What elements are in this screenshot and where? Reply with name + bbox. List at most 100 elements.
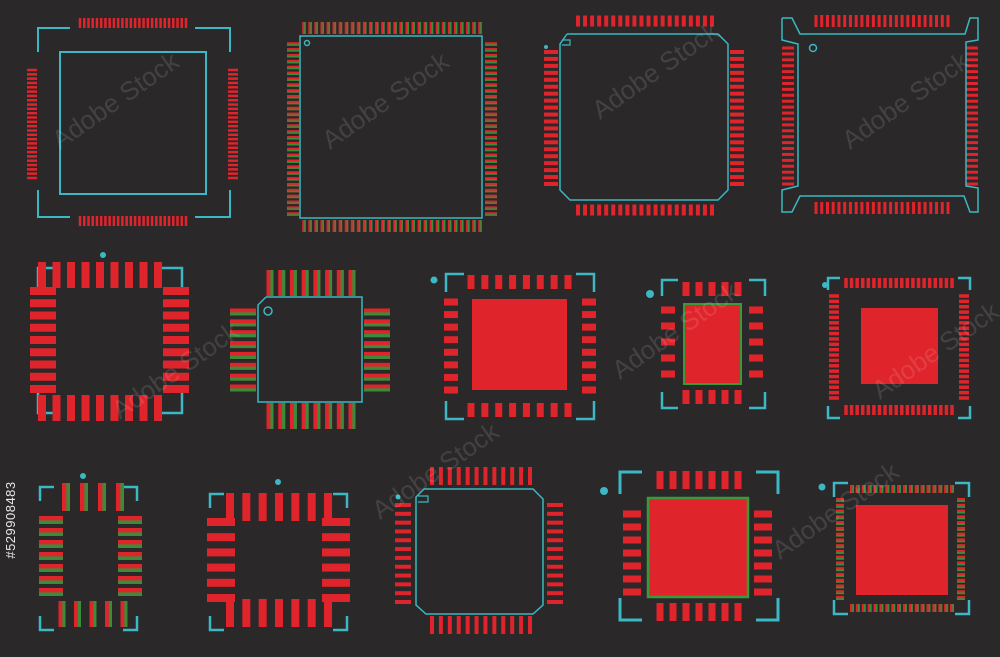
chip-pin	[387, 22, 391, 34]
chip-pin	[154, 262, 162, 288]
chip-pin	[27, 142, 37, 145]
pin-stripe	[317, 403, 321, 429]
chip-pin	[27, 129, 37, 132]
chip-pin	[336, 403, 344, 429]
chip-pin	[754, 536, 772, 544]
pin-stripe	[352, 22, 355, 34]
chip-pin	[547, 520, 563, 525]
chip-pin	[891, 485, 896, 493]
chip-pin	[308, 220, 312, 232]
chip-pin	[590, 15, 595, 27]
chip-pin	[623, 523, 641, 531]
chip-pin	[159, 216, 162, 226]
corner-bracket	[749, 278, 767, 296]
chip-pin	[674, 15, 679, 27]
corner-bracket	[826, 406, 840, 420]
chip-pin	[710, 204, 714, 216]
pin-stripe	[340, 403, 344, 429]
chip-pin	[67, 395, 75, 421]
chip-pin	[230, 373, 256, 381]
chip-pin	[522, 275, 530, 289]
chip-pin	[485, 200, 497, 205]
chip-pin	[27, 176, 37, 180]
pin-stripe	[916, 604, 919, 612]
chip-bracket-frame-fine-pins	[27, 18, 238, 226]
chip-pin	[653, 204, 658, 216]
chip-pin	[118, 552, 142, 560]
chip-pin	[519, 467, 524, 485]
chip-pin	[782, 147, 794, 151]
pin-stripe	[287, 61, 299, 64]
chip-pin	[287, 53, 299, 58]
chip-pin	[163, 18, 167, 28]
chip-pin	[547, 564, 563, 569]
chip-pin	[564, 403, 572, 417]
chip-pin	[730, 147, 744, 152]
pin-stripe	[474, 22, 476, 34]
pin-stripe	[287, 102, 299, 105]
chip-pin	[836, 532, 844, 537]
pin-stripe	[480, 220, 482, 232]
corner-bracket	[576, 401, 596, 421]
chip-pin	[900, 202, 904, 214]
chip-pin	[228, 137, 238, 141]
pin-stripe	[836, 511, 844, 514]
pin-stripe	[836, 500, 844, 502]
pin-stripe	[957, 575, 965, 577]
chip-pin	[478, 22, 482, 34]
chip-pin	[708, 471, 716, 489]
corner-bracket	[195, 27, 231, 52]
chip-pin	[52, 262, 61, 288]
chip-pin	[889, 15, 893, 27]
chip-pin	[966, 170, 978, 174]
chip-pin	[916, 405, 921, 415]
chip-pin	[485, 188, 497, 193]
chip-pin	[287, 147, 299, 152]
chip-pin	[966, 129, 978, 133]
chip-pin	[154, 395, 162, 421]
chip-pin	[163, 311, 189, 320]
corner-bracket	[958, 406, 972, 420]
chip-pin	[855, 604, 860, 612]
chip-pin	[27, 124, 37, 128]
chip-pin	[465, 467, 470, 485]
chip-pin	[544, 168, 558, 173]
chip-pin	[27, 159, 37, 162]
chip-pin	[121, 216, 124, 226]
chip-pin	[682, 603, 690, 621]
chip-pin	[544, 56, 558, 61]
chip-pin	[623, 575, 641, 583]
pin-stripe	[485, 167, 497, 169]
chip-pin	[27, 146, 37, 150]
pin-stripe	[485, 190, 497, 193]
pin-stripe	[389, 22, 391, 34]
chip-pin	[877, 15, 881, 27]
chip-pin	[438, 467, 443, 485]
chip-pin	[266, 403, 274, 429]
pin-stripe	[287, 137, 299, 140]
chip-pin	[957, 498, 965, 502]
chip-pin	[501, 616, 506, 634]
chip-pin	[708, 282, 716, 296]
pin-stripe	[443, 22, 446, 34]
chip-pin	[836, 596, 844, 600]
chip-pin	[597, 15, 602, 27]
chip-pin	[829, 374, 839, 379]
chip-pin	[485, 194, 497, 199]
chip-pin	[966, 123, 978, 127]
chip-pin	[632, 15, 637, 27]
pin-stripe	[352, 220, 355, 232]
chip-pin	[30, 385, 56, 393]
chip-pin	[604, 15, 609, 27]
chip-pin	[730, 154, 744, 159]
chip-pin	[163, 372, 189, 381]
chip-pin	[866, 202, 870, 214]
chip-pin	[688, 15, 693, 27]
chip-pin	[917, 15, 921, 27]
chip-pin	[207, 594, 235, 602]
pin-stripe	[425, 220, 428, 232]
chip-pin	[39, 516, 63, 524]
chip-pin	[485, 171, 497, 175]
pin-stripe	[946, 604, 949, 612]
chip-pin	[322, 533, 350, 542]
